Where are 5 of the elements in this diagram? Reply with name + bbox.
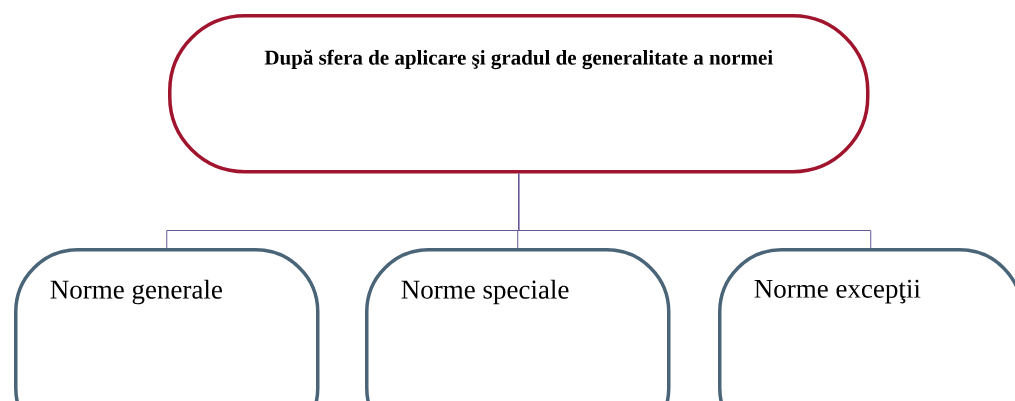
title-box: După sfera de aplicare şi gradul de generalitate a normei (168, 14, 870, 174)
category-box: Norme generale (14, 248, 320, 401)
category-box: Norme speciale (365, 248, 671, 401)
category-box: Norme excepţii (718, 248, 1015, 401)
connector-line (518, 173, 872, 249)
